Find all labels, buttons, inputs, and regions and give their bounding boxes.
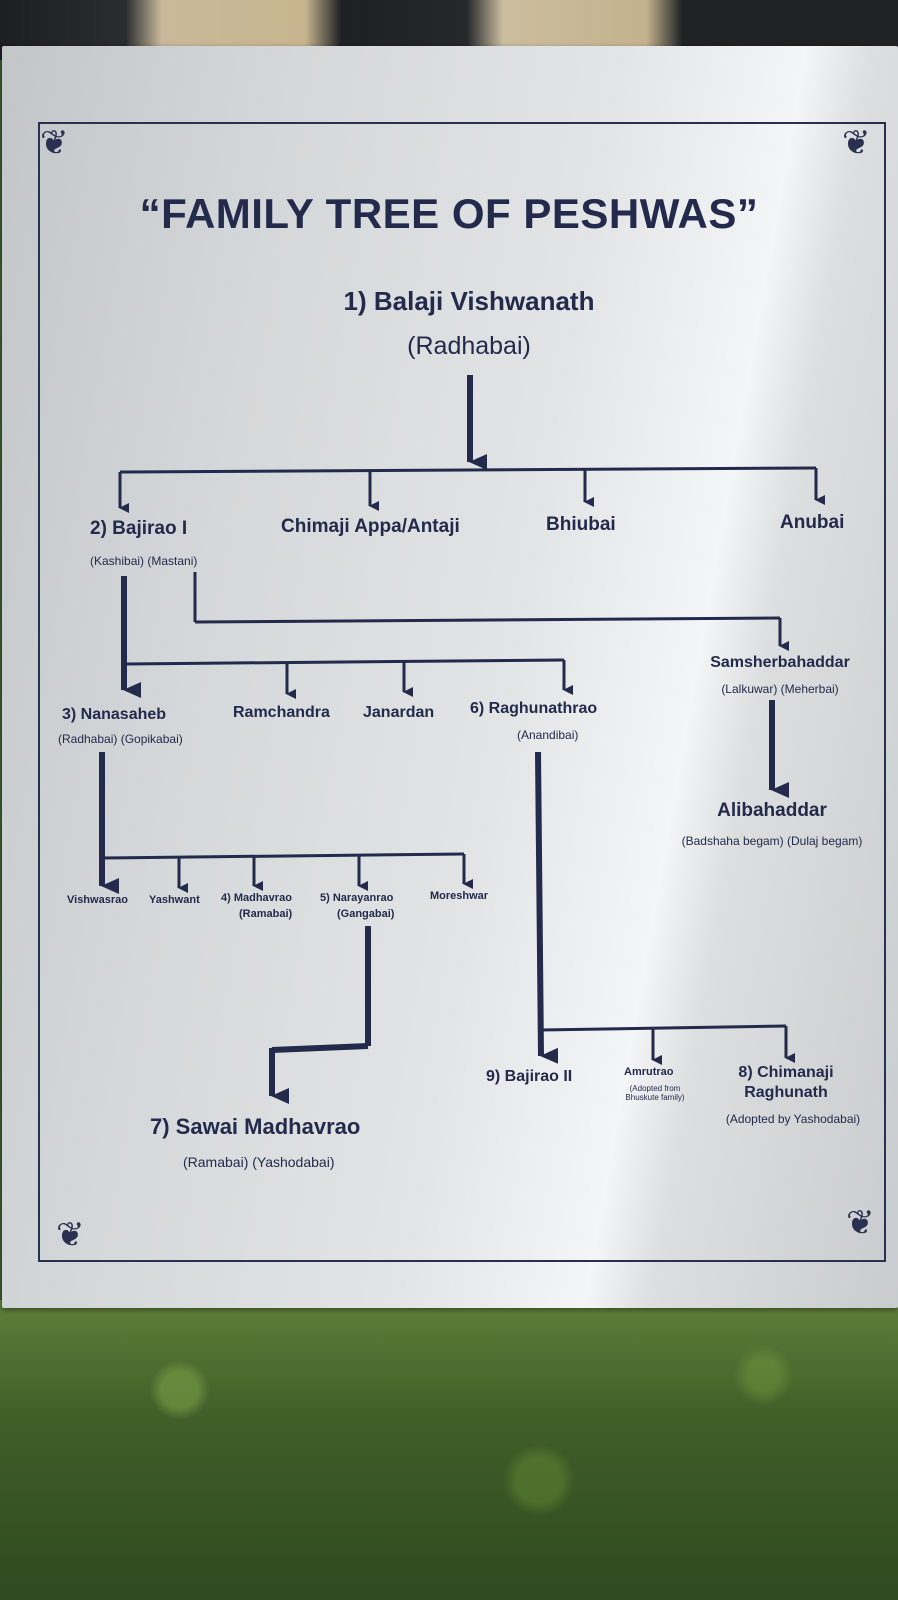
chimanaji-note: (Adopted by Yashodabai) (725, 1112, 861, 1126)
anubai-name: Anubai (780, 512, 845, 533)
sign-title: “FAMILY TREE OF PESHWAS” (139, 190, 759, 237)
sign-border-frame (38, 122, 886, 1262)
chimaji-appa-name: Chimaji Appa/Antaji (281, 516, 460, 537)
nanasaheb-spouses: (Radhabai) (Gopikabai) (58, 732, 183, 746)
grass-ground (0, 1300, 898, 1600)
bajirao-i-name: 2) Bajirao I (90, 518, 188, 539)
chimanaji-name-line2: Raghunath (744, 1084, 828, 1101)
bajirao-i-spouses: (Kashibai) (Mastani) (90, 554, 198, 568)
chimanaji-name-line1: 8) Chimanaji (738, 1064, 834, 1081)
alibahaddar-spouses: (Badshaha begam) (Dulaj begam) (681, 834, 863, 848)
ramchandra-name: Ramchandra (233, 704, 330, 721)
metal-sign-plate (2, 46, 898, 1308)
samsherbahaddar-spouses: (Lalkuwar) (Meherbai) (721, 682, 839, 696)
vishwasrao-name: Vishwasrao (67, 894, 128, 906)
yashwant-name: Yashwant (149, 894, 200, 906)
ornament-top-right-icon: ❦ (842, 124, 871, 162)
janardan-name: Janardan (363, 704, 435, 721)
moreshwar-name: Moreshwar (430, 890, 489, 902)
sawai-madhavrao-name: 7) Sawai Madhavrao (150, 1114, 361, 1139)
ornament-bottom-left-icon: ❦ (56, 1216, 85, 1254)
alibahaddar-name: Alibahaddar (717, 800, 827, 821)
amrutrao-note-line1: (Adopted from (629, 1084, 681, 1093)
narayanrao-name: 5) Narayanrao (320, 892, 394, 904)
sawai-madhavrao-spouses: (Ramabai) (Yashodabai) (183, 1154, 335, 1170)
madhavrao-name: 4) Madhavrao (221, 892, 292, 904)
madhavrao-spouse: (Ramabai) (239, 908, 293, 920)
balaji-vishwanath-spouse: (Radhabai) (407, 332, 531, 360)
ornament-top-left-icon: ❦ (40, 124, 69, 162)
nanasaheb-name: 3) Nanasaheb (62, 706, 167, 723)
bhiubai-name: Bhiubai (546, 514, 616, 535)
amrutrao-name: Amrutrao (624, 1066, 674, 1078)
balaji-vishwanath-name: 1) Balaji Vishwanath (343, 286, 595, 316)
amrutrao-note-line2: Bhuskute family) (625, 1093, 685, 1102)
raghunathrao-spouse: (Anandibai) (517, 728, 579, 742)
bajirao-ii-name: 9) Bajirao II (486, 1068, 573, 1085)
narayanrao-spouse: (Gangabai) (337, 908, 395, 920)
ornament-bottom-right-icon: ❦ (846, 1204, 875, 1242)
samsherbahaddar-name: Samsherbahaddar (710, 654, 850, 671)
raghunathrao-name: 6) Raghunathrao (470, 700, 598, 717)
